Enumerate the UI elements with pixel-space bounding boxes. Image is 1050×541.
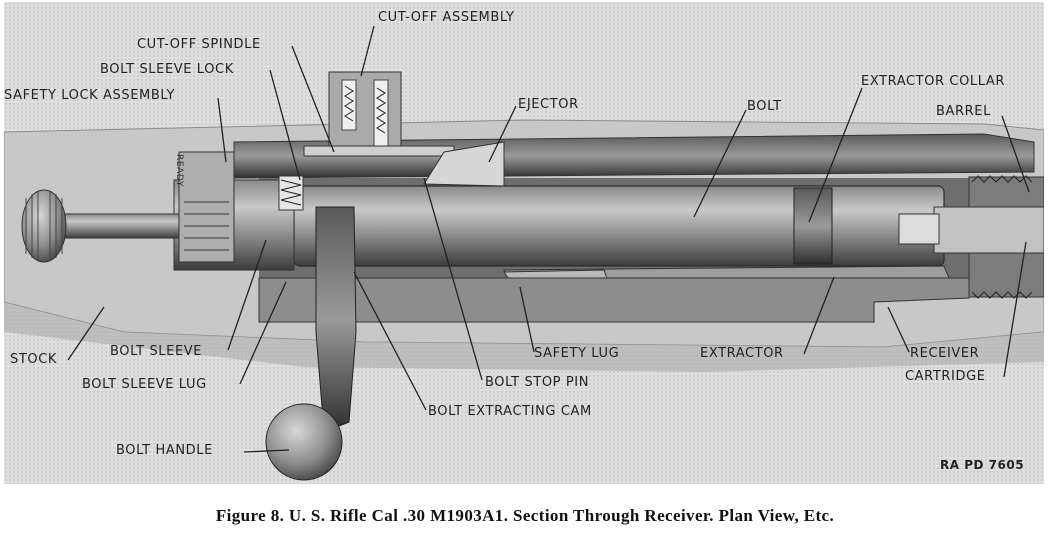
- label-safety-lug: SAFETY LUG: [534, 346, 620, 361]
- cutoff-housing: [328, 71, 402, 151]
- cutoff-spindle-bar: [303, 145, 455, 157]
- label-bolt-extracting-cam: BOLT EXTRACTING CAM: [428, 404, 592, 419]
- label-bolt-sleeve-lock: BOLT SLEEVE LOCK: [100, 62, 234, 77]
- receiver-bottom: [258, 277, 970, 323]
- label-receiver: RECEIVER: [910, 346, 980, 361]
- label-ejector: EJECTOR: [518, 97, 579, 112]
- label-bolt-sleeve-lug: BOLT SLEEVE LUG: [82, 377, 207, 392]
- label-safety-lock-assembly: SAFETY LOCK ASSEMBLY: [4, 88, 176, 103]
- label-extractor: EXTRACTOR: [700, 346, 784, 361]
- barrel-threads-bottom: [971, 291, 1033, 299]
- stock-lower: [4, 302, 1044, 372]
- bolt-handle-knob: [265, 403, 343, 481]
- label-cartridge: CARTRIDGE: [905, 369, 986, 384]
- figure-illustration: [4, 2, 1044, 484]
- bolt-face-lug: [898, 213, 940, 245]
- firing-pin-rod: [63, 213, 180, 239]
- label-barrel: BARREL: [936, 104, 991, 119]
- cocking-knob: [21, 189, 67, 263]
- extractor-collar-ring: [793, 187, 833, 265]
- label-bolt-sleeve: BOLT SLEEVE: [110, 344, 203, 359]
- barrel-threads-top: [971, 175, 1033, 183]
- safety-lock: [178, 151, 235, 263]
- figure-caption: Figure 8. U. S. Rifle Cal .30 M1903A1. S…: [215, 506, 835, 525]
- label-stock: STOCK: [10, 352, 58, 367]
- cartridge-shape: [933, 206, 1044, 254]
- label-bolt-stop-pin: BOLT STOP PIN: [485, 375, 590, 390]
- receiver-section-drawing: [4, 2, 1044, 484]
- bolt-handle-shank: [315, 206, 357, 433]
- label-cutoff-assembly: CUT-OFF ASSEMBLY: [378, 10, 515, 25]
- label-ready: READY: [174, 154, 184, 188]
- reference-code: RA PD 7605: [940, 458, 1025, 472]
- label-bolt: BOLT: [747, 99, 782, 114]
- ejector-shape: [423, 141, 505, 187]
- leader-lines: [67, 25, 1030, 453]
- label-bolt-handle: BOLT HANDLE: [116, 443, 213, 458]
- label-extractor-collar: EXTRACTOR COLLAR: [861, 74, 1006, 89]
- bolt-body: [293, 185, 945, 267]
- label-cutoff-spindle: CUT-OFF SPINDLE: [137, 37, 261, 52]
